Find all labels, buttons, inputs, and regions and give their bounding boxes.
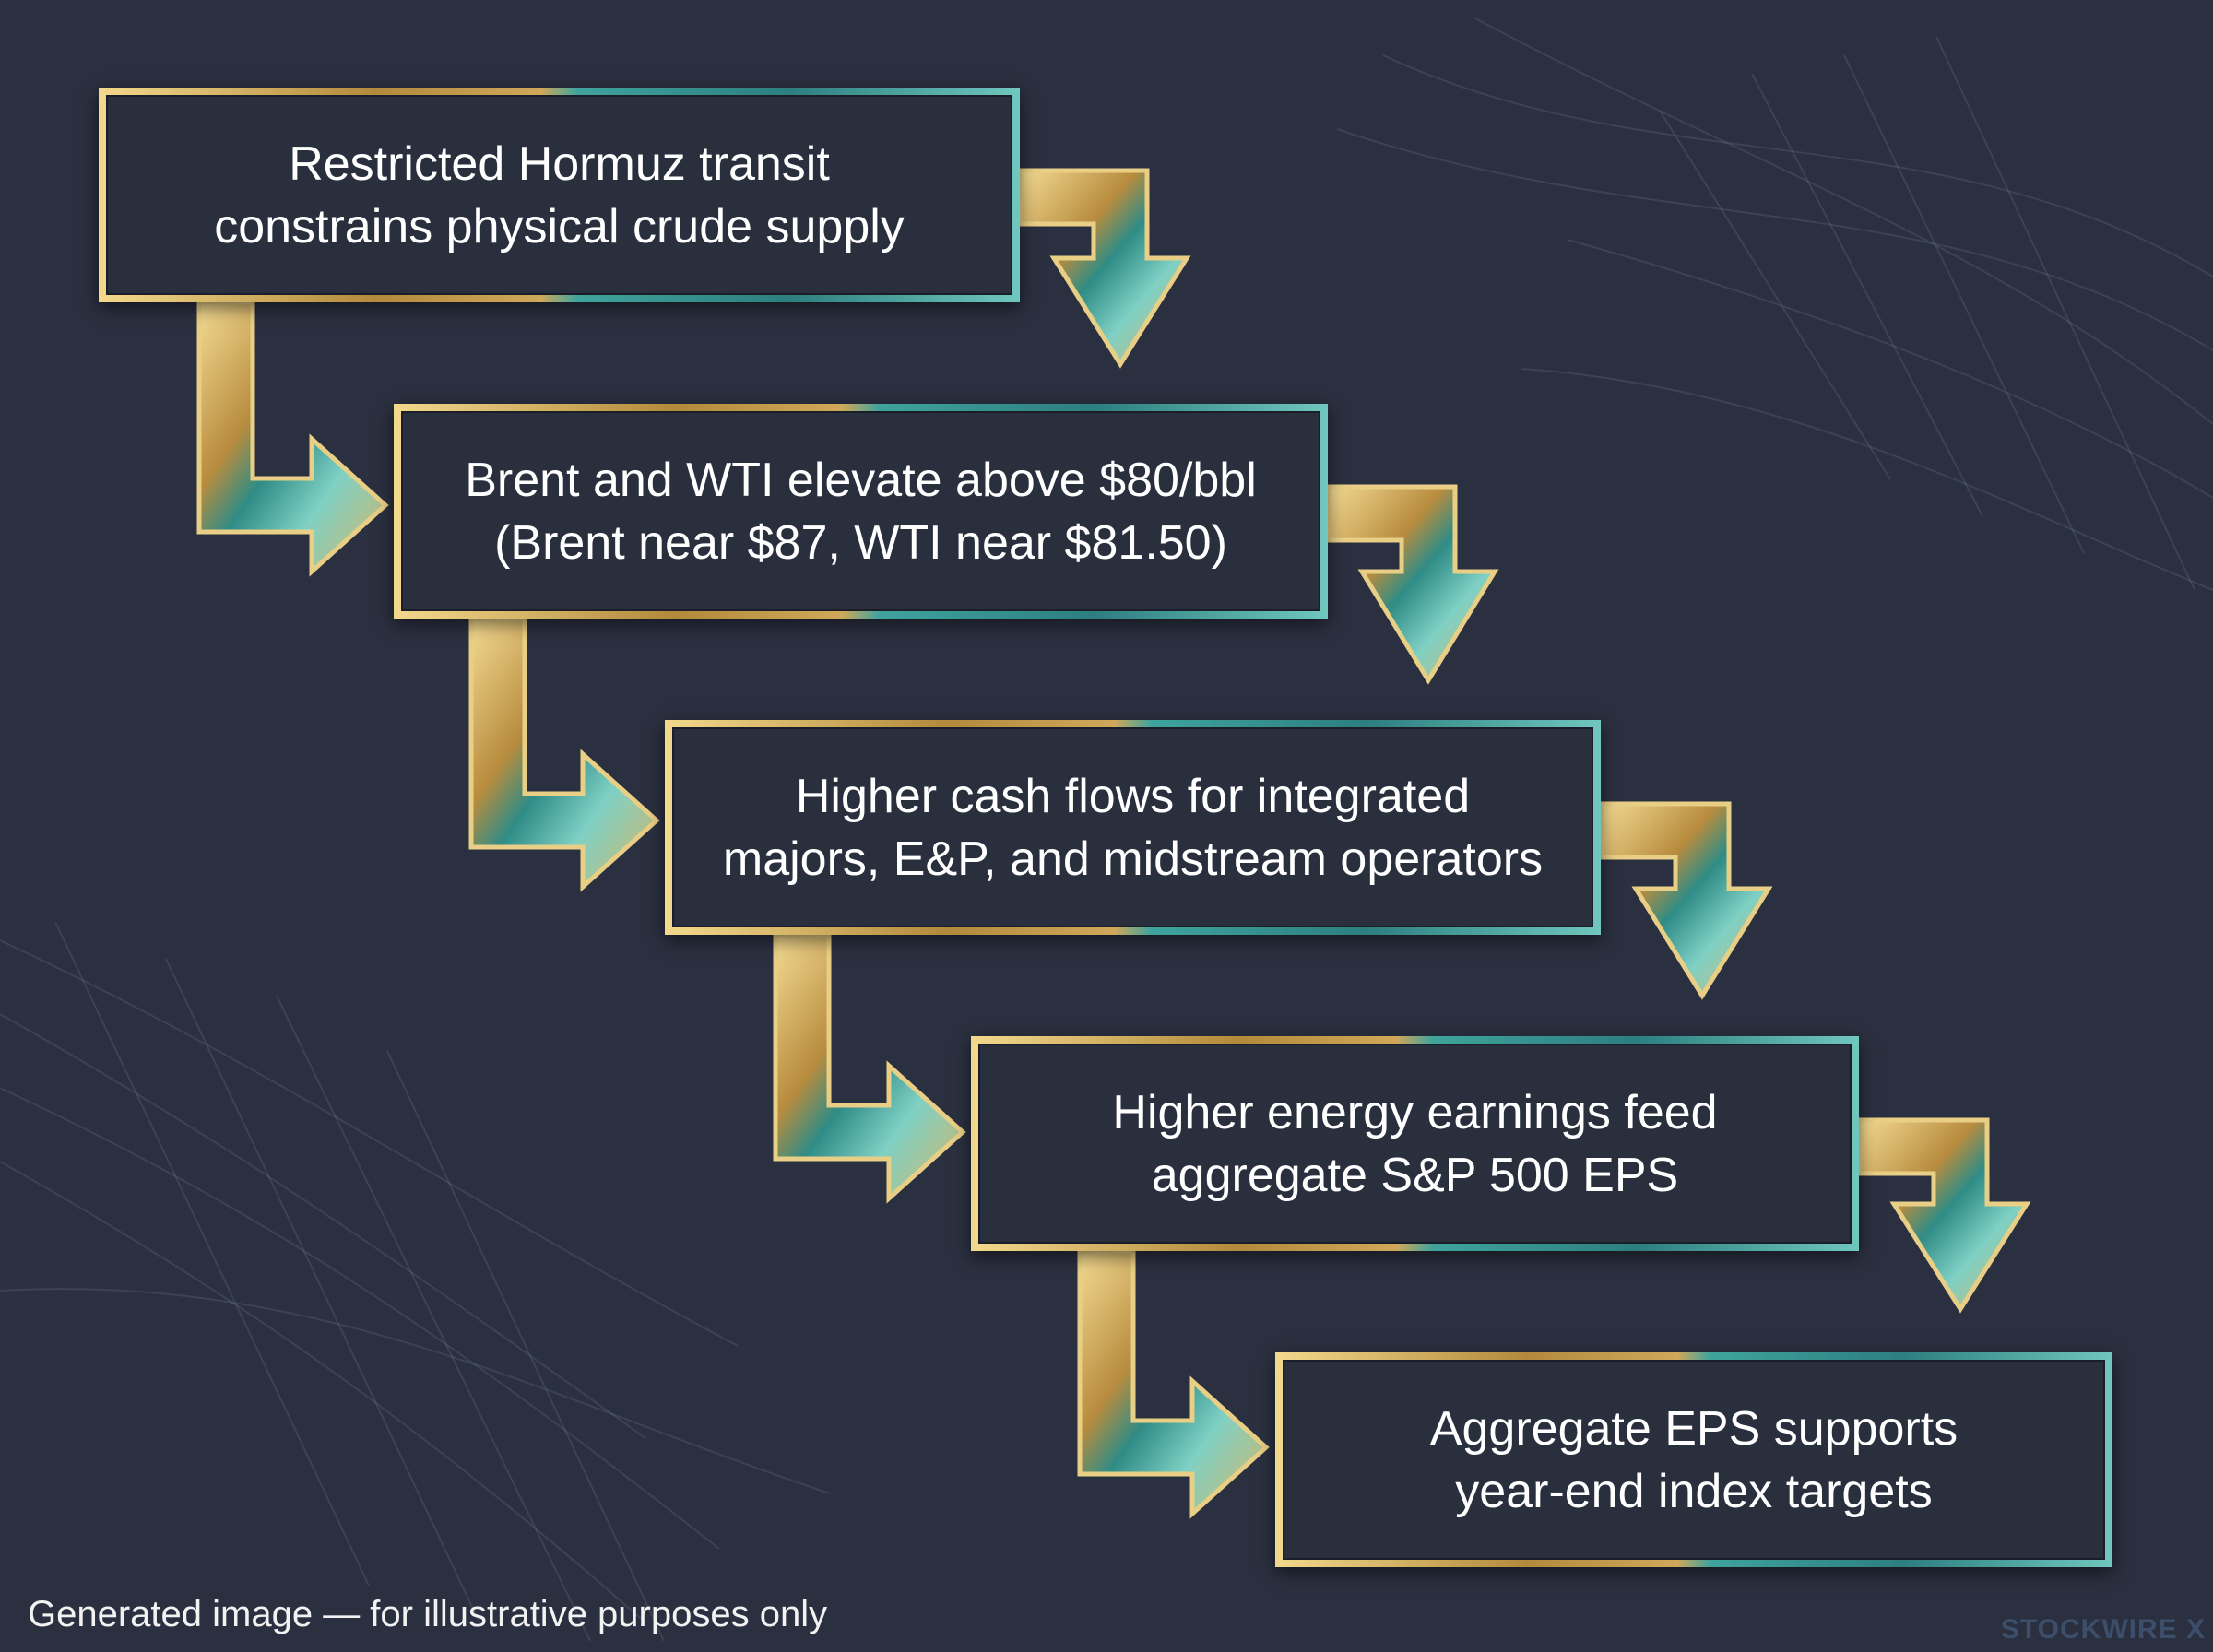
step-1-text: Restricted Hormuz transit constrains phy… (214, 136, 905, 254)
right-arrow-3 (773, 932, 966, 1204)
right-arrow-1 (196, 300, 389, 577)
down-arrow-2 (1325, 484, 1499, 685)
step-2-box: Brent and WTI elevate above $80/bbl (Bre… (394, 404, 1328, 619)
down-arrow-4 (1856, 1117, 2031, 1314)
step-4-text: Higher energy earnings feed aggregate S&… (1112, 1085, 1718, 1202)
step-1-box: Restricted Hormuz transit constrains phy… (99, 88, 1020, 302)
step-4-box: Higher energy earnings feed aggregate S&… (971, 1036, 1859, 1251)
step-5-text: Aggregate EPS supports year-end index ta… (1429, 1401, 1959, 1518)
right-arrow-2 (468, 616, 660, 892)
right-arrow-4 (1077, 1248, 1270, 1519)
step-3-text: Higher cash flows for integrated majors,… (722, 769, 1544, 886)
disclaimer-text: Generated image — for illustrative purpo… (28, 1594, 828, 1634)
step-2-text: Brent and WTI elevate above $80/bbl (Bre… (465, 453, 1257, 570)
brand-logo: STOCKWIRE X (2000, 1614, 2206, 1645)
down-arrow-1 (1017, 168, 1191, 369)
step-5-box: Aggregate EPS supports year-end index ta… (1275, 1352, 2112, 1567)
down-arrow-3 (1598, 801, 1773, 1000)
step-3-box: Higher cash flows for integrated majors,… (665, 720, 1601, 935)
